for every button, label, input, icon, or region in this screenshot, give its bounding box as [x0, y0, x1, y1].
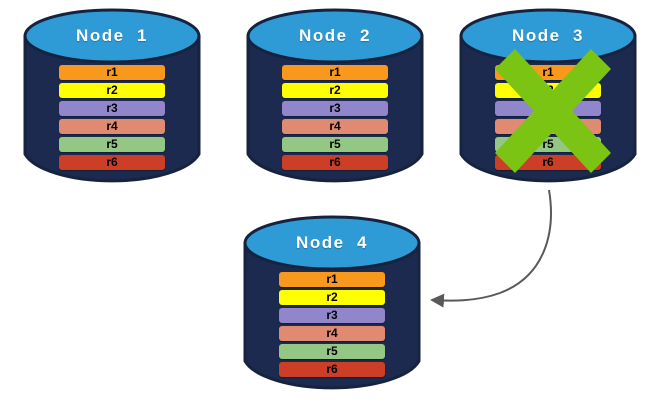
node-1-rows: r1 r2 r3 r4 r5 r6 [23, 65, 201, 170]
node-3-row-r3[interactable]: r3 [495, 101, 601, 116]
node-1-row-r3[interactable]: r3 [59, 101, 165, 116]
node-3-row-r6[interactable]: r6 [495, 155, 601, 170]
node-3-row-r2[interactable]: r2 [495, 83, 601, 98]
node-3-row-r4[interactable]: r4 [495, 119, 601, 134]
node-2-row-r5[interactable]: r5 [282, 137, 388, 152]
node-4-row-r4[interactable]: r4 [279, 326, 385, 341]
node-3-row-r1[interactable]: r1 [495, 65, 601, 80]
node-4-row-r6[interactable]: r6 [279, 362, 385, 377]
node-1[interactable]: Node 1 r1 r2 r3 r4 r5 r6 [23, 6, 201, 188]
node-4-row-r1[interactable]: r1 [279, 272, 385, 287]
node-4-row-r2[interactable]: r2 [279, 290, 385, 305]
node-2-row-r6[interactable]: r6 [282, 155, 388, 170]
node-2-row-r3[interactable]: r3 [282, 101, 388, 116]
node-2-row-r1[interactable]: r1 [282, 65, 388, 80]
node-2-row-r2[interactable]: r2 [282, 83, 388, 98]
node-1-row-r4[interactable]: r4 [59, 119, 165, 134]
node-1-row-r1[interactable]: r1 [59, 65, 165, 80]
node-3[interactable]: Node 3 r1 r2 r3 r4 r5 r6 [459, 6, 637, 188]
node-1-row-r6[interactable]: r6 [59, 155, 165, 170]
node-2-row-r4[interactable]: r4 [282, 119, 388, 134]
node-1-row-r2[interactable]: r2 [59, 83, 165, 98]
node-1-row-r5[interactable]: r5 [59, 137, 165, 152]
node-3-row-r5[interactable]: r5 [495, 137, 601, 152]
node-4-rows: r1 r2 r3 r4 r5 r6 [243, 272, 421, 377]
node-2[interactable]: Node 2 r1 r2 r3 r4 r5 r6 [246, 6, 424, 188]
node-4-row-r5[interactable]: r5 [279, 344, 385, 359]
node-4[interactable]: Node 4 r1 r2 r3 r4 r5 r6 [243, 213, 421, 395]
node-2-rows: r1 r2 r3 r4 r5 r6 [246, 65, 424, 170]
node-4-row-r3[interactable]: r3 [279, 308, 385, 323]
node-3-rows: r1 r2 r3 r4 r5 r6 [459, 65, 637, 170]
